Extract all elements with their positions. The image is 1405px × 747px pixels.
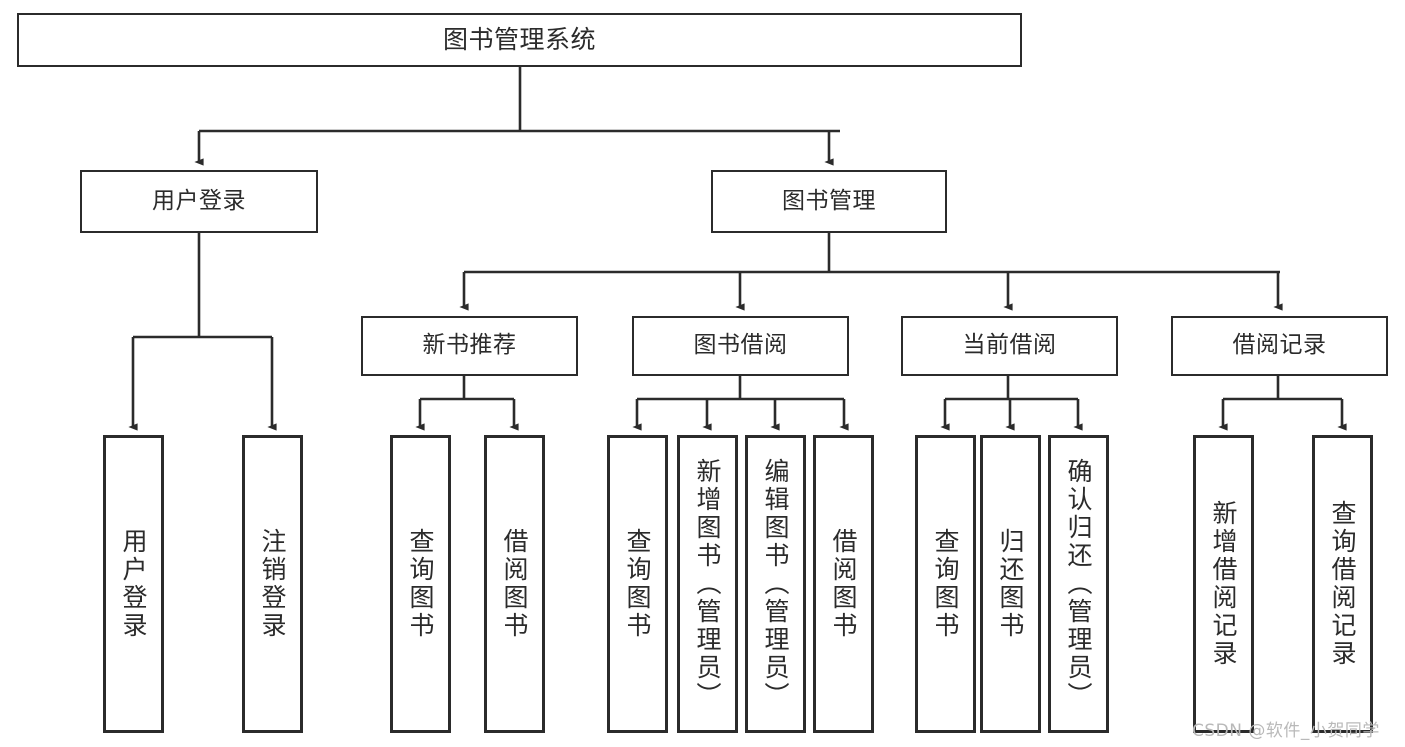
node-label: 编辑图书（管理员） [761,458,790,710]
node-label: 新增图书（管理员） [693,458,722,710]
leaf-book-borrow-edit[interactable]: 编辑图书（管理员） [745,435,806,733]
node-user-login[interactable]: 用户登录 [80,170,318,233]
node-new-book-recommend[interactable]: 新书推荐 [361,316,578,376]
node-book-manage[interactable]: 图书管理 [711,170,947,233]
node-label: 图书借阅 [693,332,788,359]
node-label: 新书推荐 [422,332,517,359]
node-book-borrow[interactable]: 图书借阅 [632,316,849,376]
leaf-borrow-record-query[interactable]: 查询借阅记录 [1312,435,1373,733]
leaf-current-borrow-query[interactable]: 查询图书 [915,435,976,733]
leaf-borrow-record-add[interactable]: 新增借阅记录 [1193,435,1254,733]
node-label: 借阅图书 [829,528,858,640]
node-label: 查询图书 [931,528,960,640]
leaf-new-book-borrow[interactable]: 借阅图书 [484,435,545,733]
leaf-current-borrow-confirm[interactable]: 确认归还（管理员） [1048,435,1109,733]
leaf-current-borrow-return[interactable]: 归还图书 [980,435,1041,733]
node-label: 注销登录 [258,528,287,640]
node-label: 借阅记录 [1232,332,1327,359]
leaf-user-login-signin[interactable]: 用户登录 [103,435,164,733]
node-borrow-record[interactable]: 借阅记录 [1171,316,1388,376]
node-label: 查询图书 [406,528,435,640]
node-label: 归还图书 [996,528,1025,640]
node-current-borrow[interactable]: 当前借阅 [901,316,1118,376]
node-label: 查询图书 [623,528,652,640]
node-label: 借阅图书 [500,528,529,640]
node-label: 图书管理系统 [442,25,596,54]
node-label: 用户登录 [152,187,246,214]
leaf-book-borrow-add[interactable]: 新增图书（管理员） [677,435,738,733]
leaf-new-book-query[interactable]: 查询图书 [390,435,451,733]
leaf-book-borrow-borrow[interactable]: 借阅图书 [813,435,874,733]
node-label: 图书管理 [782,187,876,214]
node-label: 查询借阅记录 [1328,500,1357,668]
node-label: 用户登录 [119,528,148,640]
node-label: 当前借阅 [962,332,1057,359]
leaf-book-borrow-query[interactable]: 查询图书 [607,435,668,733]
node-root-system[interactable]: 图书管理系统 [17,13,1022,67]
watermark-csdn: CSDN @软件_小贺同学 [1192,721,1380,741]
leaf-user-login-signout[interactable]: 注销登录 [242,435,303,733]
node-label: 确认归还（管理员） [1064,458,1093,710]
node-label: 新增借阅记录 [1209,500,1238,668]
